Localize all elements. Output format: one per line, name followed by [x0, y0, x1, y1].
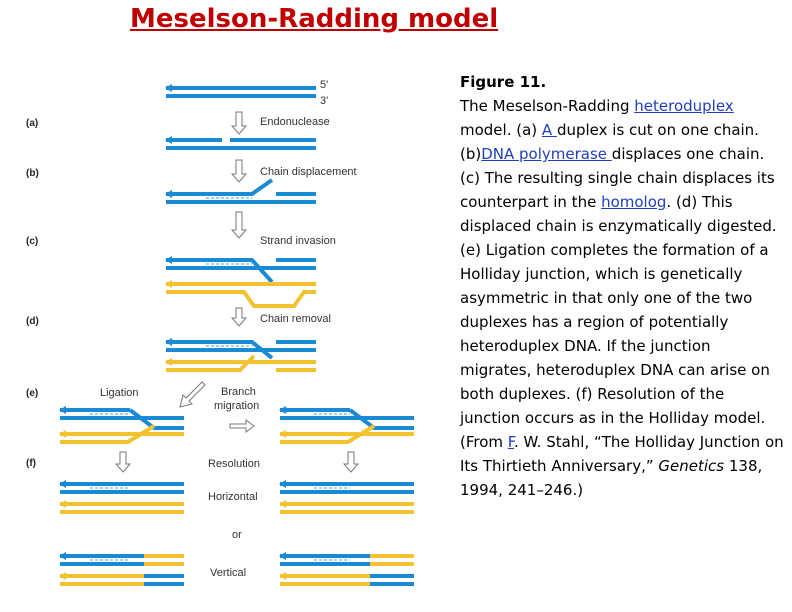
arrow-right-icon [229, 419, 255, 433]
holliday-junction-right [279, 406, 414, 444]
arrow-diagonal-icon [179, 381, 206, 408]
step-label-d: (d) [26, 316, 39, 327]
vertical-product-left [59, 552, 184, 586]
invasion-duplexes [165, 256, 316, 308]
figure-label: Figure 11. [460, 73, 547, 91]
homolog-link[interactable]: homolog [601, 193, 667, 211]
figure-caption: Figure 11. The Meselson-Radding heterodup… [460, 70, 786, 502]
branch-label: Branch [221, 386, 256, 398]
endonuclease-label: Endonuclease [260, 116, 330, 128]
caption-text: model. (a) [460, 121, 542, 139]
displacement-duplex [165, 178, 316, 204]
five-prime-label: 5' [320, 79, 328, 91]
step-label-c: (c) [26, 236, 38, 247]
caption-text: . W. Stahl, “The Holliday Junction on It… [460, 433, 784, 475]
holliday-junction-left [59, 406, 184, 444]
a-link[interactable]: A [541, 121, 557, 139]
vertical-product-right [279, 552, 414, 586]
ligation-label: Ligation [100, 387, 139, 399]
horizontal-product-left [59, 480, 184, 514]
nicked-duplex [165, 136, 316, 150]
step-label-b: (b) [26, 168, 39, 179]
chain-removal-label: Chain removal [260, 313, 331, 325]
arrow-down-icon [342, 451, 360, 473]
caption-text: . (d) This displaced chain is enzymatica… [460, 193, 777, 451]
arrow-down-icon [230, 211, 248, 239]
caption-text: displaces one chain. (c) The resulting s… [460, 145, 775, 211]
strand-invasion-label: Strand invasion [260, 235, 336, 247]
f-link[interactable]: F [507, 433, 515, 451]
migration-label: migration [214, 400, 259, 412]
arrow-down-icon [230, 307, 248, 327]
dna-polymerase-link[interactable]: DNA polymerase [481, 145, 612, 163]
vertical-label: Vertical [210, 567, 246, 579]
chain-displacement-label: Chain displacement [260, 166, 357, 178]
arrow-down-icon [114, 451, 132, 473]
meselson-radding-diagram: (a) (b) (c) (d) (e) (f) 5' 3' Endonuclea… [26, 79, 414, 586]
heteroduplex-link[interactable]: heteroduplex [634, 97, 734, 115]
step-label-f: (f) [26, 458, 36, 469]
caption-text: 138, 1994, 241–246.) [460, 457, 763, 499]
duplex-a [165, 84, 316, 98]
arrow-down-icon [230, 111, 248, 135]
horizontal-label: Horizontal [208, 491, 258, 503]
removal-duplexes [165, 338, 316, 372]
caption-text: The Meselson-Radding [460, 97, 635, 115]
page-title: Meselson-Radding model [130, 4, 499, 34]
resolution-label: Resolution [208, 458, 260, 470]
three-prime-label: 3' [320, 95, 328, 107]
step-label-e: (e) [26, 388, 38, 399]
journal-name: Genetics [658, 457, 725, 475]
arrow-down-icon [230, 159, 248, 183]
step-label-a: (a) [26, 118, 38, 129]
or-label: or [232, 529, 242, 541]
caption-text: duplex is cut on one chain. (b) [460, 121, 759, 163]
horizontal-product-right [279, 480, 414, 514]
